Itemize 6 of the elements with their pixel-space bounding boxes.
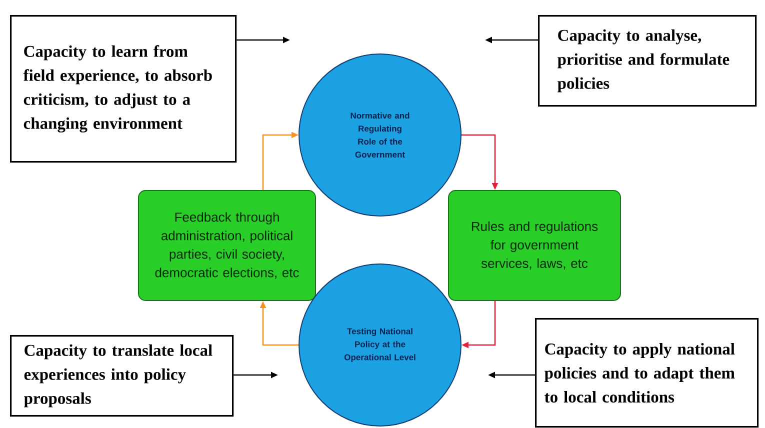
capacity-box: Capacity to translate local experiences into policy proposals [10,335,234,417]
process-box: Feedback through administration, political parties, civil society, democratic elections, etc [138,190,316,301]
capacity-box: Capacity to analyse, prioritise and formulate policies [538,15,757,107]
capacity-box: Capacity to learn from field experience, to absorb criticism, to adjust to a changing environment [10,15,237,163]
process-box: Rules and regulations for government services, laws, etc [448,190,621,301]
capacity-box: Capacity to apply national policies and to adapt them to local conditions [535,318,759,428]
